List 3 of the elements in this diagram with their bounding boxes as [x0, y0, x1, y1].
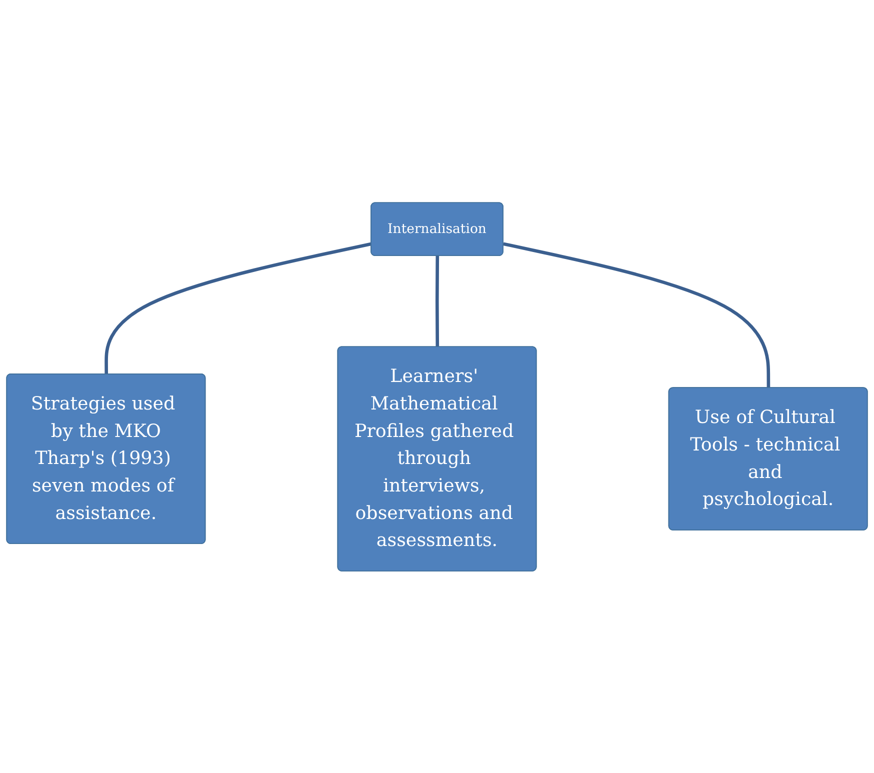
connector [503, 242, 770, 388]
connector [104, 242, 372, 374]
connector [435, 256, 440, 347]
